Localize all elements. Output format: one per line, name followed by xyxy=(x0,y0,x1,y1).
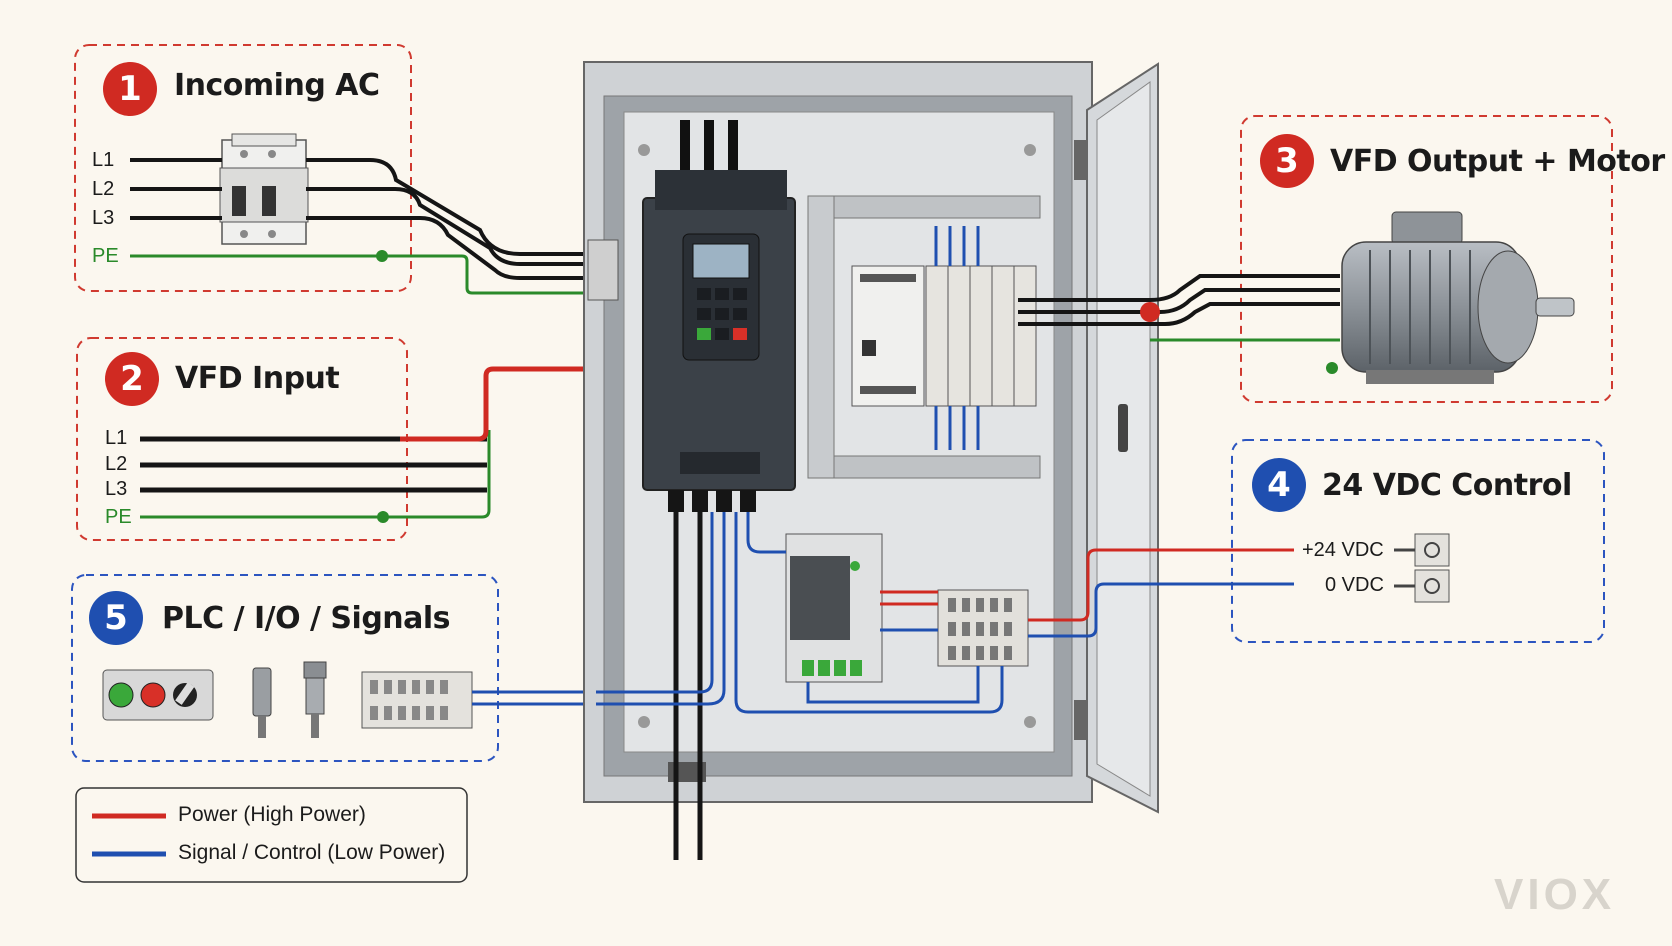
section-1-badge: 1 xyxy=(103,62,157,116)
incoming-l3-label: L3 xyxy=(92,207,115,229)
upper-wire-duct xyxy=(807,195,1041,219)
section-4-badge: 4 xyxy=(1252,458,1306,512)
watermark-logo: VIOX xyxy=(1494,870,1616,919)
plc-controller xyxy=(851,265,925,407)
vfd-input-power-wire xyxy=(400,366,596,442)
section-3-badge: 3 xyxy=(1260,134,1314,188)
legend-frame xyxy=(75,787,468,883)
incoming-ac-title: Incoming AC xyxy=(174,68,380,103)
lower-wire-duct xyxy=(807,455,1041,479)
sensor-icon xyxy=(252,661,327,738)
vfd-output-title: VFD Output + Motor xyxy=(1330,144,1665,179)
terminal-block-icon xyxy=(937,589,1029,667)
cabinet-door xyxy=(1074,62,1159,814)
section-2-badge: 2 xyxy=(105,352,159,406)
circuit-breaker-icon xyxy=(219,133,309,245)
incoming-l1-label: L1 xyxy=(92,149,115,171)
vfd-input-conductors xyxy=(140,436,487,493)
plc-io-frame xyxy=(71,574,499,762)
motor-icon xyxy=(1341,211,1575,384)
pushbutton-station-icon xyxy=(102,669,214,721)
vfd-input-pe xyxy=(140,430,491,519)
vfd-input-l1-label: L1 xyxy=(105,427,128,449)
vfd-input-pe-label: PE xyxy=(105,506,132,528)
legend-signal-label: Signal / Control (Low Power) xyxy=(178,841,446,864)
incoming-ac-frame xyxy=(74,44,412,292)
control-24v-title: 24 VDC Control xyxy=(1322,468,1572,503)
power-supply-icon xyxy=(785,533,883,683)
vfd-drive xyxy=(642,120,796,512)
io-modules xyxy=(925,265,1037,407)
dc-terminal-icons xyxy=(1394,533,1450,603)
vfd-input-l3-label: L3 xyxy=(105,478,128,500)
legend-power-label: Power (High Power) xyxy=(178,803,366,826)
vfd-output-conductors xyxy=(1018,274,1340,326)
io-signal-wires xyxy=(934,226,980,450)
plus-24vdc-label: +24 VDC xyxy=(1302,539,1384,561)
incoming-pe-conductor xyxy=(130,254,590,295)
vfd-input-l2-label: L2 xyxy=(105,453,128,475)
dc-power-wires xyxy=(880,548,1294,622)
section-5-badge: 5 xyxy=(89,591,143,645)
signal-wires-plc xyxy=(472,690,594,706)
incoming-pe-label: PE xyxy=(92,245,119,267)
vfd-output-frame xyxy=(1240,115,1613,403)
control-24v-frame xyxy=(1231,439,1605,643)
incoming-ac-conductors xyxy=(130,158,590,280)
plc-io-title: PLC / I/O / Signals xyxy=(162,601,451,636)
terminal-strip-icon xyxy=(361,671,473,729)
control-signal-wires xyxy=(596,512,1294,714)
vfd-cable-down xyxy=(673,512,703,860)
vfd-input-title: VFD Input xyxy=(175,361,340,396)
side-wire-duct xyxy=(807,195,835,479)
zero-vdc-label: 0 VDC xyxy=(1325,574,1384,596)
incoming-l2-label: L2 xyxy=(92,178,115,200)
